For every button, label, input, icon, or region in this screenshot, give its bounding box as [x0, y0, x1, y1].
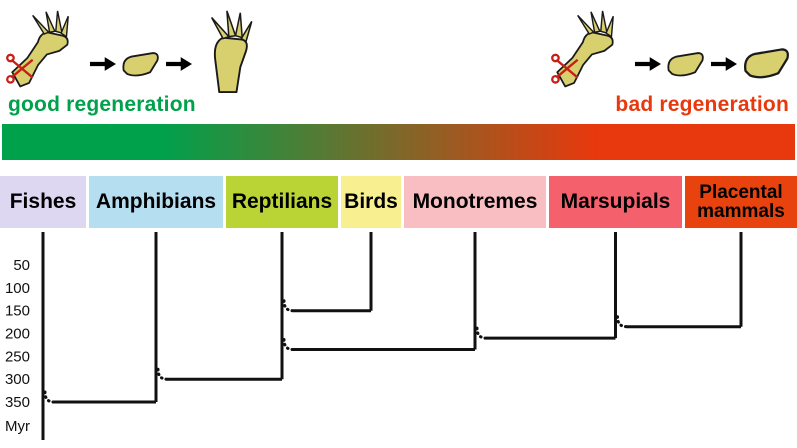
taxon-label-fishes: Fishes: [0, 176, 86, 228]
finger-icon: [55, 10, 63, 35]
tree-dotted-junction: [43, 390, 56, 404]
finger-icon: [240, 20, 253, 43]
finger-icon: [600, 10, 608, 35]
axis-tick-label: 300: [5, 371, 30, 388]
finger-icon: [234, 12, 244, 39]
bad-regeneration-sequence: [551, 2, 793, 94]
taxon-label-marsupials: Marsupials: [549, 176, 682, 228]
axis-tick-label: 350: [5, 394, 30, 411]
arrow-icon: [166, 57, 192, 71]
axis-tick-label: 150: [5, 303, 30, 320]
taxon-label-reptilians: Reptilians: [226, 176, 338, 228]
tree-dotted-junction: [156, 367, 169, 381]
finger-icon: [577, 14, 595, 35]
arrow-icon: [635, 57, 661, 71]
limb-stump-icon: [667, 52, 704, 77]
tree-dotted-junction: [616, 315, 628, 329]
arrow-icon: [711, 57, 737, 71]
amputation-limb-scissors-icon: [551, 10, 614, 88]
finger-icon: [45, 11, 56, 34]
limb-stump-icon: [122, 52, 159, 77]
good-regeneration-label: good regeneration: [8, 93, 196, 116]
axis-tick-label: 200: [5, 326, 30, 343]
tree-dotted-junction: [282, 299, 295, 313]
amputation-limb-scissors-icon: [6, 10, 69, 88]
good-regeneration-sequence: [6, 2, 254, 94]
taxon-label-placental-mammals: Placental mammals: [685, 176, 797, 228]
axis-unit-label: Myr: [5, 418, 30, 435]
tree-dotted-junction: [282, 338, 295, 352]
finger-icon: [226, 10, 237, 38]
axis-tick-label: 50: [13, 257, 30, 274]
taxon-label-amphibians: Amphibians: [89, 176, 223, 228]
taxon-label-monotremes: Monotremes: [404, 176, 546, 228]
finger-icon: [210, 17, 231, 40]
tree-dotted-junction: [475, 326, 488, 340]
finger-icon: [32, 14, 50, 35]
finger-icon: [605, 15, 614, 38]
regeneration-gradient-bar: [2, 124, 795, 160]
axis-tick-label: 250: [5, 348, 30, 365]
axis-tick-label: 100: [5, 280, 30, 297]
finger-icon: [590, 11, 601, 34]
finger-icon: [60, 15, 69, 38]
arrow-icon: [90, 57, 116, 71]
bad-regeneration-label: bad regeneration: [615, 93, 789, 116]
scissors-icon: [6, 53, 34, 84]
unregenerated-stump-icon: [744, 48, 789, 79]
scissors-icon: [551, 53, 579, 84]
taxon-label-birds: Birds: [341, 176, 401, 228]
regenerated-limb-icon: [210, 10, 253, 94]
